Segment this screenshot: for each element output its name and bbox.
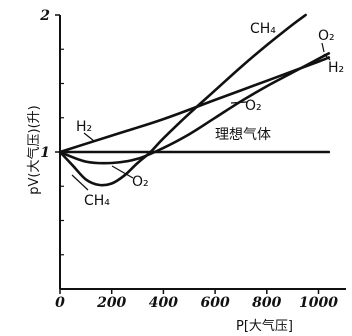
label-leader-line: [83, 132, 95, 142]
label-leader-line: [230, 101, 248, 104]
label-leader-line: [321, 42, 325, 53]
series-label-ideal-gas: 理想气体: [215, 127, 271, 143]
x-tick-label: 200: [96, 295, 126, 311]
series-label-h2: H₂: [76, 119, 92, 135]
series-labels: H₂ H₂ O₂ O₂ O₂ CH₄ CH₄ 理想气体: [71, 21, 344, 209]
series-line-h2: [58, 56, 331, 154]
y-tick-label: 1: [40, 145, 50, 161]
x-tick-label: 1000: [299, 295, 338, 311]
ticks: 0 200 400 600 800 1000 1 2: [39, 8, 338, 311]
series-label-ch4: CH₄: [250, 21, 276, 37]
label-leader-line: [323, 53, 331, 61]
x-tick-label: 400: [149, 295, 178, 311]
x-axis-title: P[大气压]: [236, 318, 293, 334]
y-tick-label: 2: [39, 8, 50, 24]
series-label-o2: O₂: [318, 28, 335, 44]
series-line-o2: [58, 52, 331, 165]
x-tick-label: 800: [252, 295, 281, 311]
series-label-o2: O₂: [132, 174, 149, 190]
label-leader-line: [71, 174, 89, 191]
series-label-ch4: CH₄: [84, 193, 110, 209]
series-line-ch4: [58, 13, 307, 187]
y-axis-title: pV(大气压)(升): [26, 105, 42, 194]
label-leader-line: [111, 165, 134, 179]
series-label-h2: H₂: [328, 60, 344, 76]
curves: [58, 13, 331, 187]
x-tick-label: 0: [55, 295, 65, 311]
x-tick-label: 600: [200, 295, 229, 311]
series-label-o2: O₂: [245, 98, 262, 114]
